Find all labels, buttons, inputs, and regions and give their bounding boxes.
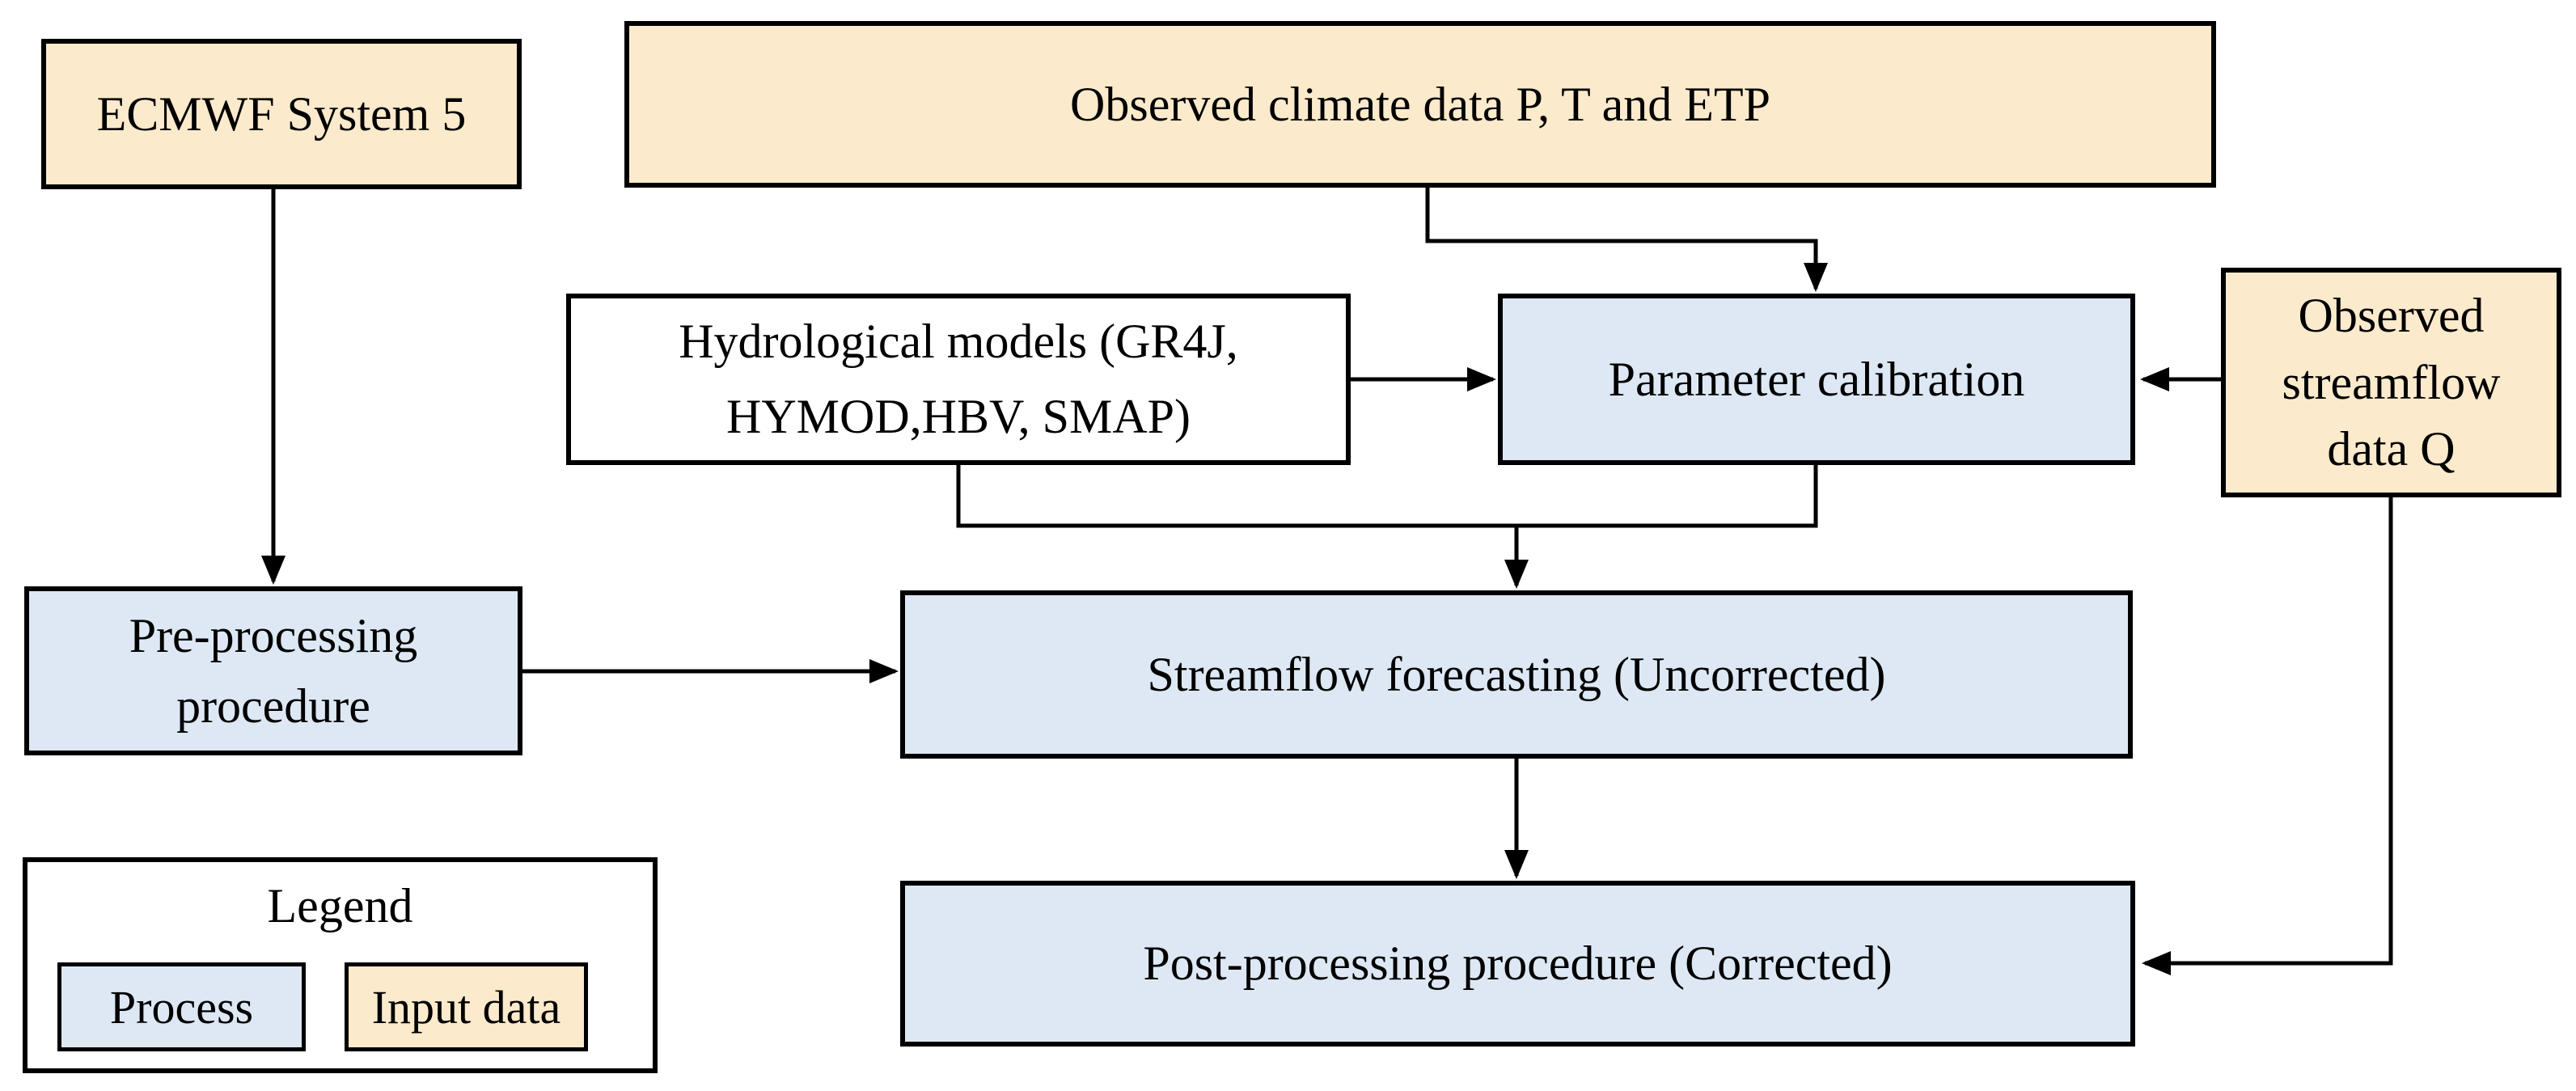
observed-climate-data-box: Observed climate data P, T and ETP [624,21,2216,188]
streamflow-forecasting-box: Streamflow forecasting (Uncorrected) [900,590,2133,759]
arrow-obsq-to-postprocessing [2142,497,2393,975]
legend-item-process: Process [57,962,306,1051]
parameter-calibration-box: Parameter calibration [1498,294,2135,465]
observed-streamflow-data-box: Observed streamflow data Q [2221,268,2561,497]
legend-item-input-data: Input data [345,962,588,1051]
legend-title: Legend [267,879,413,932]
pre-processing-procedure-box: Pre-processing procedure [24,586,522,755]
ecmwf-system5-box: ECMWF System 5 [41,39,522,189]
legend: Legend Process Input data [23,857,658,1073]
arrow-climate-to-calibration [1425,188,1828,292]
hydrological-models-box: Hydrological models (GR4J, HYMOD,HBV, SM… [566,294,1351,465]
post-processing-procedure-box: Post-processing procedure (Corrected) [900,881,2135,1047]
